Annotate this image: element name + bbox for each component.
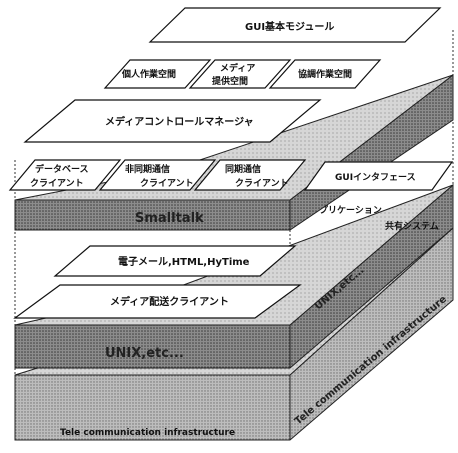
media-controller-plate: メディアコントロールマネージャ [23,99,322,143]
async-client-line2: クライアント [140,178,194,189]
smalltalk-label: Smalltalk [135,211,204,226]
workspace-collab-label: 協調作業空間 [298,68,352,80]
gui-module-plate: GUI基本モジュール [148,7,442,43]
layer-smalltalk: Smalltalk [14,73,454,231]
gui-module-label: GUI基本モジュール [245,20,334,33]
workspace-plates: 個人作業空間 メディア 提供空間 協調作業空間 [103,59,382,89]
gui-interface-plate: GUIインタフェース [303,161,454,191]
db-client-line1: データベース [35,163,89,175]
workspace-personal-label: 個人作業空間 [121,68,176,80]
app-sharing-line2: 共有システム [385,220,439,232]
workspace-media-line2: 提供空間 [212,75,248,87]
app-sharing-area: アプリケーション 共有システム [310,204,439,232]
gui-interface-label: GUIインタフェース [335,171,416,183]
media-delivery-label: メディア配送クライアント [110,295,229,308]
workspace-media-line1: メディア [220,62,255,74]
client-plates: データベース クライアント 非同期通信 クライアント 同期通信 クライアント [8,159,307,191]
async-client-line1: 非同期通信 [125,163,170,175]
db-client-line2: クライアント [30,178,84,189]
app-sharing-line1: アプリケーション [310,204,382,216]
sync-client-line1: 同期通信 [225,163,261,175]
media-delivery-plate: メディア配送クライアント [13,284,302,319]
email-html-plate: 電子メール,HTML,HyTime [53,245,297,277]
tele-label: Tele communication infrastructure [60,428,235,438]
email-html-label: 電子メール,HTML,HyTime [118,256,250,268]
sync-client-line2: クライアント [235,178,289,189]
media-controller-label: メディアコントロールマネージャ [105,115,254,128]
unix-label: UNIX,etc... [105,346,184,361]
